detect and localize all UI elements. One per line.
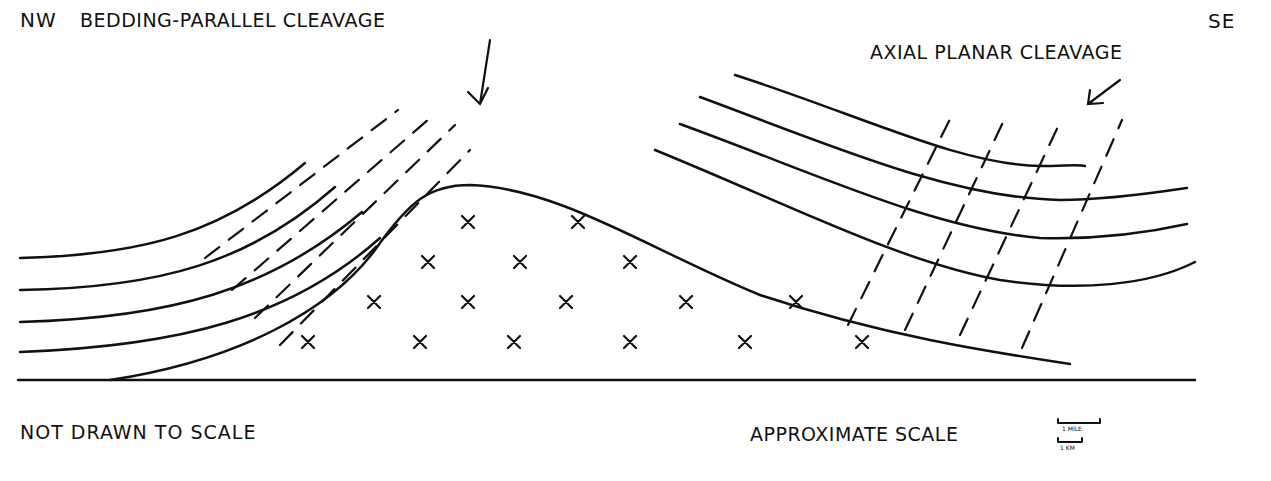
scale-unit: 1 KM xyxy=(1060,445,1075,451)
bedding-line xyxy=(655,150,1195,286)
bedding-line xyxy=(20,163,305,258)
bedding-line xyxy=(680,124,1187,238)
direction-label: SE xyxy=(1208,11,1235,31)
leader-arrow xyxy=(1088,80,1120,104)
direction-label: NW xyxy=(20,10,57,30)
granite-symbol xyxy=(302,216,868,348)
cleavage-line xyxy=(232,118,430,290)
scale-bar xyxy=(1058,438,1082,442)
scale-bar xyxy=(1058,419,1100,423)
base-line xyxy=(18,379,1195,382)
scale-label: APPROXIMATE SCALE xyxy=(750,425,958,444)
leader-arrow xyxy=(468,40,490,104)
bedding-line xyxy=(20,238,380,352)
cleavage-label: BEDDING-PARALLEL CLEAVAGE xyxy=(80,11,385,30)
note-label: NOT DRAWN TO SCALE xyxy=(20,423,256,442)
bedding-line xyxy=(735,75,1085,166)
cleavage-line xyxy=(848,115,952,325)
bedding-line xyxy=(20,187,335,290)
cleavage-line xyxy=(1022,120,1122,348)
cleavage-line xyxy=(280,150,470,345)
bedding-line xyxy=(20,212,362,322)
cleavage-label: AXIAL PLANAR CLEAVAGE xyxy=(870,43,1122,62)
bedding-line xyxy=(700,97,1187,200)
cleavage-line xyxy=(255,125,455,318)
cleavage-line xyxy=(960,118,1062,335)
cleavage-line xyxy=(905,118,1005,330)
cleavage-line xyxy=(205,110,398,258)
scale-unit: 1 MILE xyxy=(1062,426,1082,432)
